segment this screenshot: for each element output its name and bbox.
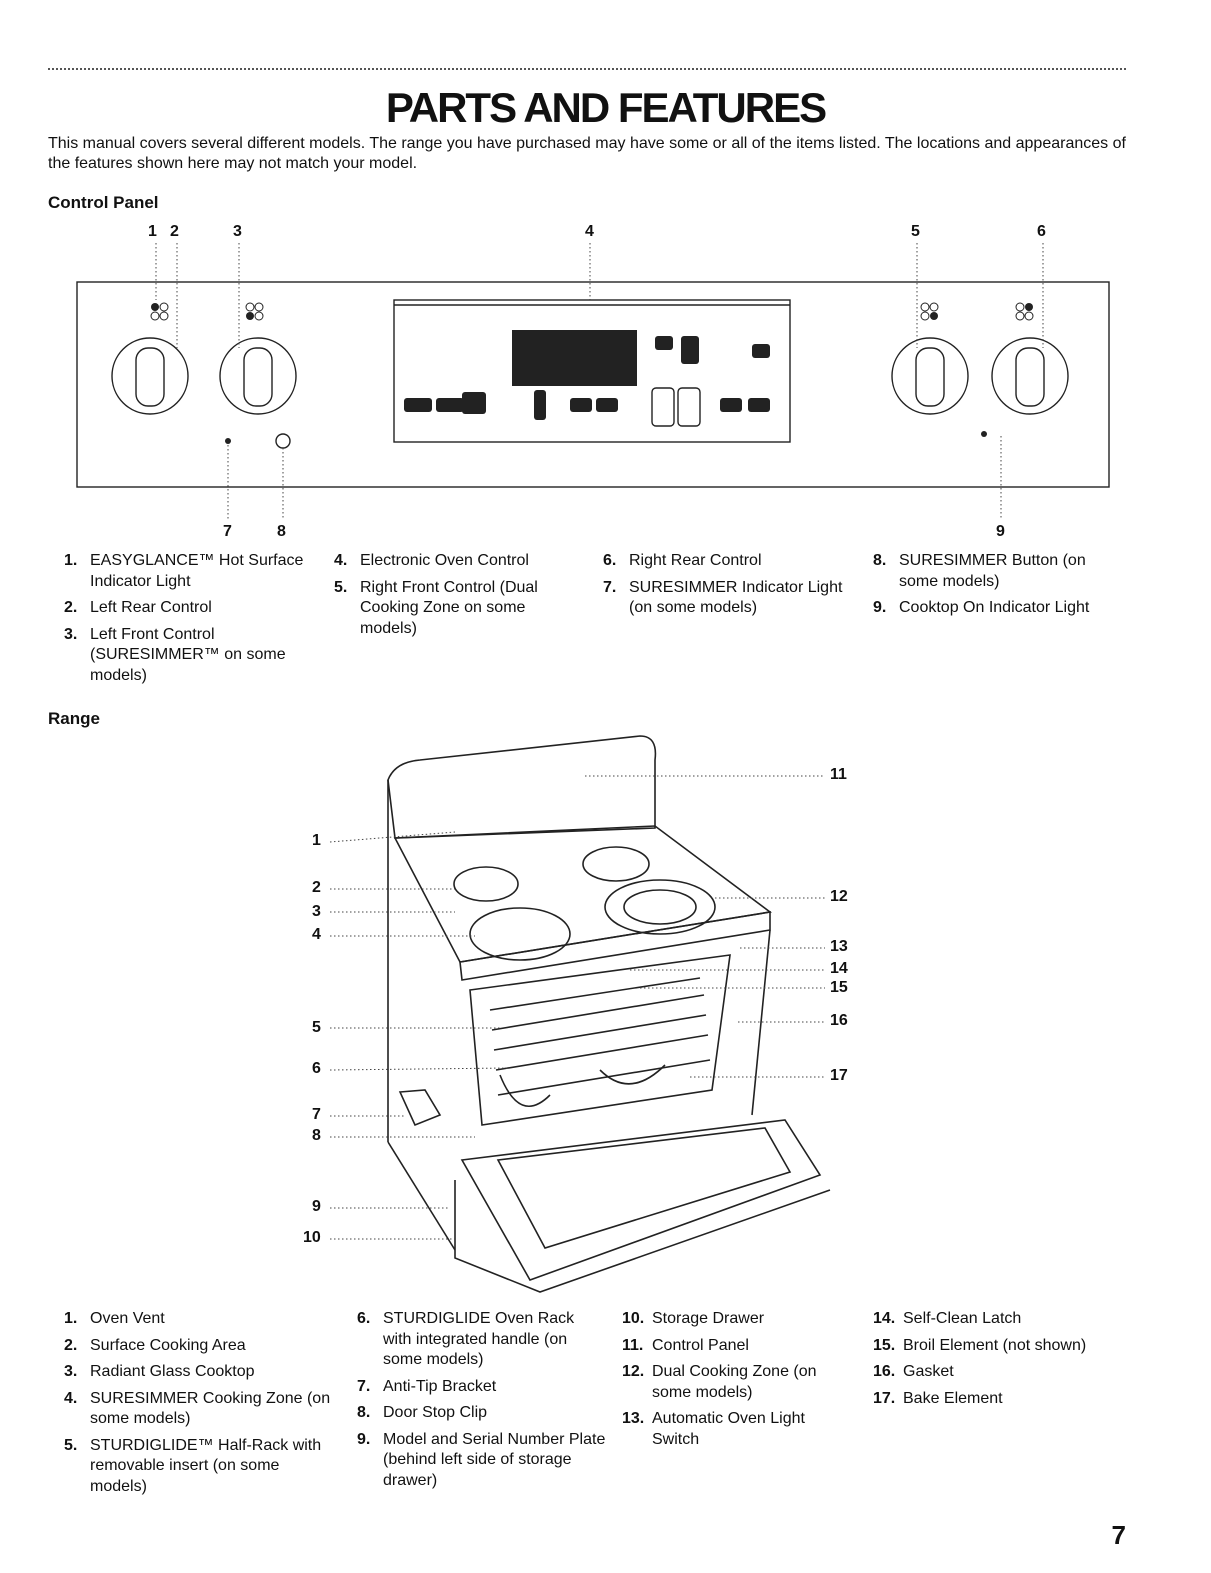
cp-legend-col2: 4.Electronic Oven Control 5.Right Front … [334, 551, 574, 645]
legend-item: 2.Left Rear Control [64, 599, 212, 616]
legend-item: 13.Automatic Oven Light Switch [622, 1410, 805, 1448]
legend-item: 1.Oven Vent [64, 1310, 165, 1327]
callout-7: 7 [223, 523, 232, 540]
legend-item: 4.SURESIMMER Cooking Zone (on some model… [64, 1389, 331, 1428]
range-callout-5: 5 [312, 1019, 321, 1036]
callout-4: 4 [585, 223, 594, 240]
legend-item: 15.Broil Element (not shown) [873, 1336, 1087, 1354]
range-callout-9: 9 [312, 1198, 321, 1215]
legend-item: 10.Storage Drawer [622, 1310, 765, 1327]
range-callout-3: 3 [312, 903, 321, 920]
intro-paragraph: This manual covers several different mod… [48, 135, 1126, 172]
range-legend-col4: 14.Self-Clean Latch 15.Broil Element (no… [873, 1309, 1143, 1415]
range-callout-14: 14 [830, 960, 848, 977]
legend-item: 5.Right Front Control (Dual Cooking Zone… [334, 578, 538, 637]
cp-legend-col4: 8.SURESIMMER Button (on some models) 9.C… [873, 551, 1113, 625]
range-legend-col1: 1.Oven Vent 2.Surface Cooking Area 3.Rad… [64, 1309, 334, 1503]
range-callout-6: 6 [312, 1060, 321, 1077]
callout-6: 6 [1037, 223, 1046, 240]
legend-item: 11.Control Panel [622, 1336, 749, 1354]
legend-item: 4.Electronic Oven Control [334, 552, 529, 569]
legend-item: 7.SURESIMMER Indicator Light (on some mo… [603, 578, 843, 617]
legend-item: 12.Dual Cooking Zone (on some models) [622, 1363, 817, 1401]
legend-item: 14.Self-Clean Latch [873, 1310, 1022, 1327]
legend-item: 5.STURDIGLIDE™ Half-Rack with removable … [64, 1436, 322, 1495]
legend-item: 17.Bake Element [873, 1389, 1003, 1407]
range-legend-col2: 6.STURDIGLIDE Oven Rack with integrated … [357, 1309, 607, 1497]
range-legend-col3: 10.Storage Drawer 11.Control Panel 12.Du… [622, 1309, 852, 1456]
legend-item: 7.Anti-Tip Bracket [357, 1377, 497, 1395]
page-number: 7 [1111, 1520, 1126, 1550]
range-callout-1: 1 [312, 832, 321, 849]
callout-2: 2 [170, 223, 179, 240]
range-callout-11: 11 [830, 766, 847, 783]
legend-item: 6.STURDIGLIDE Oven Rack with integrated … [357, 1310, 575, 1368]
cp-legend-col1: 1.EASYGLANCE™ Hot Surface Indicator Ligh… [64, 551, 314, 692]
callout-9: 9 [996, 523, 1005, 540]
legend-item: 3.Left Front Control (SURESIMMER™ on som… [64, 625, 286, 684]
range-callout-10: 10 [303, 1229, 321, 1246]
range-heading: Range [48, 709, 100, 728]
range-callout-4: 4 [312, 926, 321, 943]
legend-item: 8.SURESIMMER Button (on some models) [873, 552, 1086, 590]
callout-1: 1 [148, 223, 157, 240]
top-rule [48, 68, 1128, 70]
legend-item: 1.EASYGLANCE™ Hot Surface Indicator Ligh… [64, 552, 304, 590]
cp-legend-col3: 6.Right Rear Control 7.SURESIMMER Indica… [603, 551, 843, 625]
legend-item: 3.Radiant Glass Cooktop [64, 1363, 255, 1380]
callout-3: 3 [233, 223, 242, 240]
legend-item: 16.Gasket [873, 1363, 954, 1380]
range-callout-13: 13 [830, 938, 848, 955]
range-callout-12: 12 [830, 888, 848, 905]
callout-5: 5 [911, 223, 920, 240]
callout-8: 8 [277, 523, 286, 540]
legend-item: 6.Right Rear Control [603, 552, 762, 569]
range-callout-15: 15 [830, 979, 848, 996]
control-panel-heading: Control Panel [48, 193, 159, 212]
range-callout-8: 8 [312, 1127, 321, 1144]
legend-item: 8.Door Stop Clip [357, 1404, 488, 1421]
range-callout-2: 2 [312, 879, 321, 896]
page-title: PARTS AND FEATURES [385, 84, 827, 131]
legend-item: 2.Surface Cooking Area [64, 1336, 246, 1354]
range-callout-17: 17 [830, 1067, 848, 1084]
legend-item: 9.Cooktop On Indicator Light [873, 599, 1090, 616]
range-callout-7: 7 [312, 1106, 321, 1123]
range-callout-16: 16 [830, 1012, 848, 1029]
legend-item: 9.Model and Serial Number Plate (behind … [357, 1430, 606, 1489]
